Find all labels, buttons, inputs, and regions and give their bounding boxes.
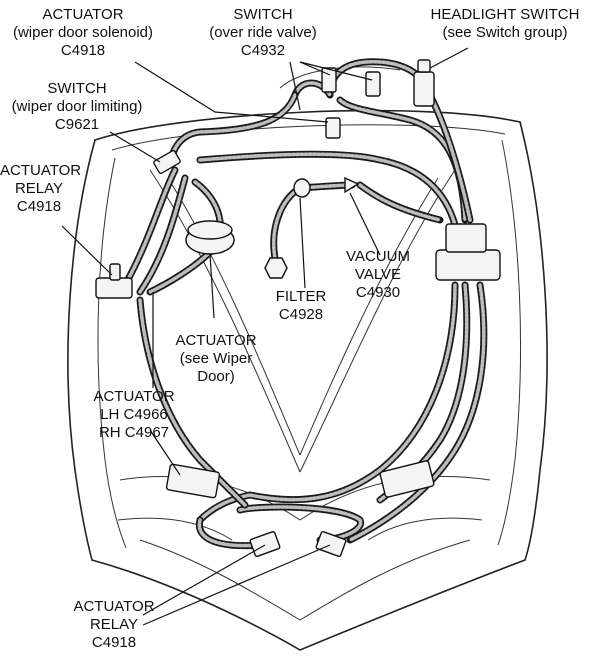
label-actuator-wiper-door: ACTUATOR (see Wiper Door) bbox=[175, 332, 257, 385]
leader-lines bbox=[61, 47, 469, 626]
actuator-wiper-door-part bbox=[185, 220, 235, 255]
actuator-lh-part bbox=[165, 463, 221, 499]
label-vacuum-valve: VACUUM VALVE C4930 bbox=[346, 248, 410, 301]
label-headlight-switch: HEADLIGHT SWITCH (see Switch group) bbox=[430, 6, 580, 41]
wiper-door-limiting-switch-part bbox=[153, 149, 181, 175]
label-switch-wiper-door-limiting: SWITCH (wiper door limiting) C9621 bbox=[11, 80, 143, 133]
label-actuator-lh-rh: ACTUATOR LH C4966 RH C4967 bbox=[93, 388, 175, 441]
vacuum-valve-part bbox=[344, 176, 360, 194]
vacuum-reservoir-part bbox=[435, 223, 501, 281]
label-actuator-wiper-door-solenoid: ACTUATOR (wiper door solenoid) C4918 bbox=[12, 6, 154, 59]
actuator-relay-top-part bbox=[95, 263, 133, 299]
label-actuator-relay-bottom: ACTUATOR RELAY C4918 bbox=[73, 598, 155, 651]
label-filter: FILTER C4928 bbox=[275, 288, 327, 323]
switch-over-ride-valve-part bbox=[321, 67, 381, 139]
label-switch-over-ride-valve: SWITCH (over ride valve) C4932 bbox=[209, 6, 317, 59]
headlight-switch-part bbox=[413, 59, 435, 107]
filter-part bbox=[264, 178, 311, 279]
label-actuator-relay-top: ACTUATOR RELAY C4918 bbox=[0, 162, 82, 215]
actuator-rh-part bbox=[379, 460, 435, 498]
actuator-relay-bottom-parts bbox=[249, 530, 347, 558]
